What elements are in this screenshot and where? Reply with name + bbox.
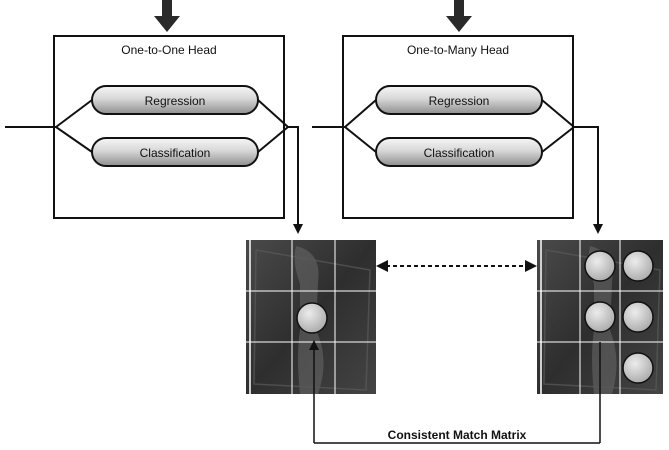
one-to-many-head: One-to-Many Head Regression Classificati… (312, 35, 575, 219)
branch-label: Classification (140, 146, 211, 160)
match-circle (584, 301, 616, 333)
classification-branch: Classification (375, 137, 543, 167)
branch-label: Classification (424, 146, 495, 160)
match-circle (622, 301, 654, 333)
output-arrow-left (288, 126, 303, 234)
head-box (53, 35, 285, 219)
input-arrow-right (446, 0, 472, 32)
xray-grid-one-to-many (537, 240, 663, 394)
regression-branch: Regression (375, 85, 543, 115)
branch-label: Regression (429, 94, 490, 108)
dashed-bidirectional-arrow (376, 260, 537, 272)
classification-branch: Classification (91, 137, 259, 167)
match-circle (296, 302, 328, 334)
caption: Consistent Match Matrix (388, 428, 527, 442)
match-circle (584, 250, 616, 282)
head-title: One-to-One Head (121, 43, 216, 57)
match-circle (622, 250, 654, 282)
match-circle (622, 352, 654, 384)
xray-grid-one-to-one (246, 240, 376, 394)
input-arrow-left (154, 0, 180, 32)
output-arrow-right (574, 126, 603, 234)
branch-label: Regression (145, 94, 206, 108)
head-box (342, 35, 574, 219)
regression-branch: Regression (91, 85, 259, 115)
consistent-match-connector: Consistent Match Matrix (309, 340, 601, 444)
one-to-one-head: One-to-One Head Regression Classificatio… (5, 35, 289, 219)
head-title: One-to-Many Head (407, 43, 509, 57)
